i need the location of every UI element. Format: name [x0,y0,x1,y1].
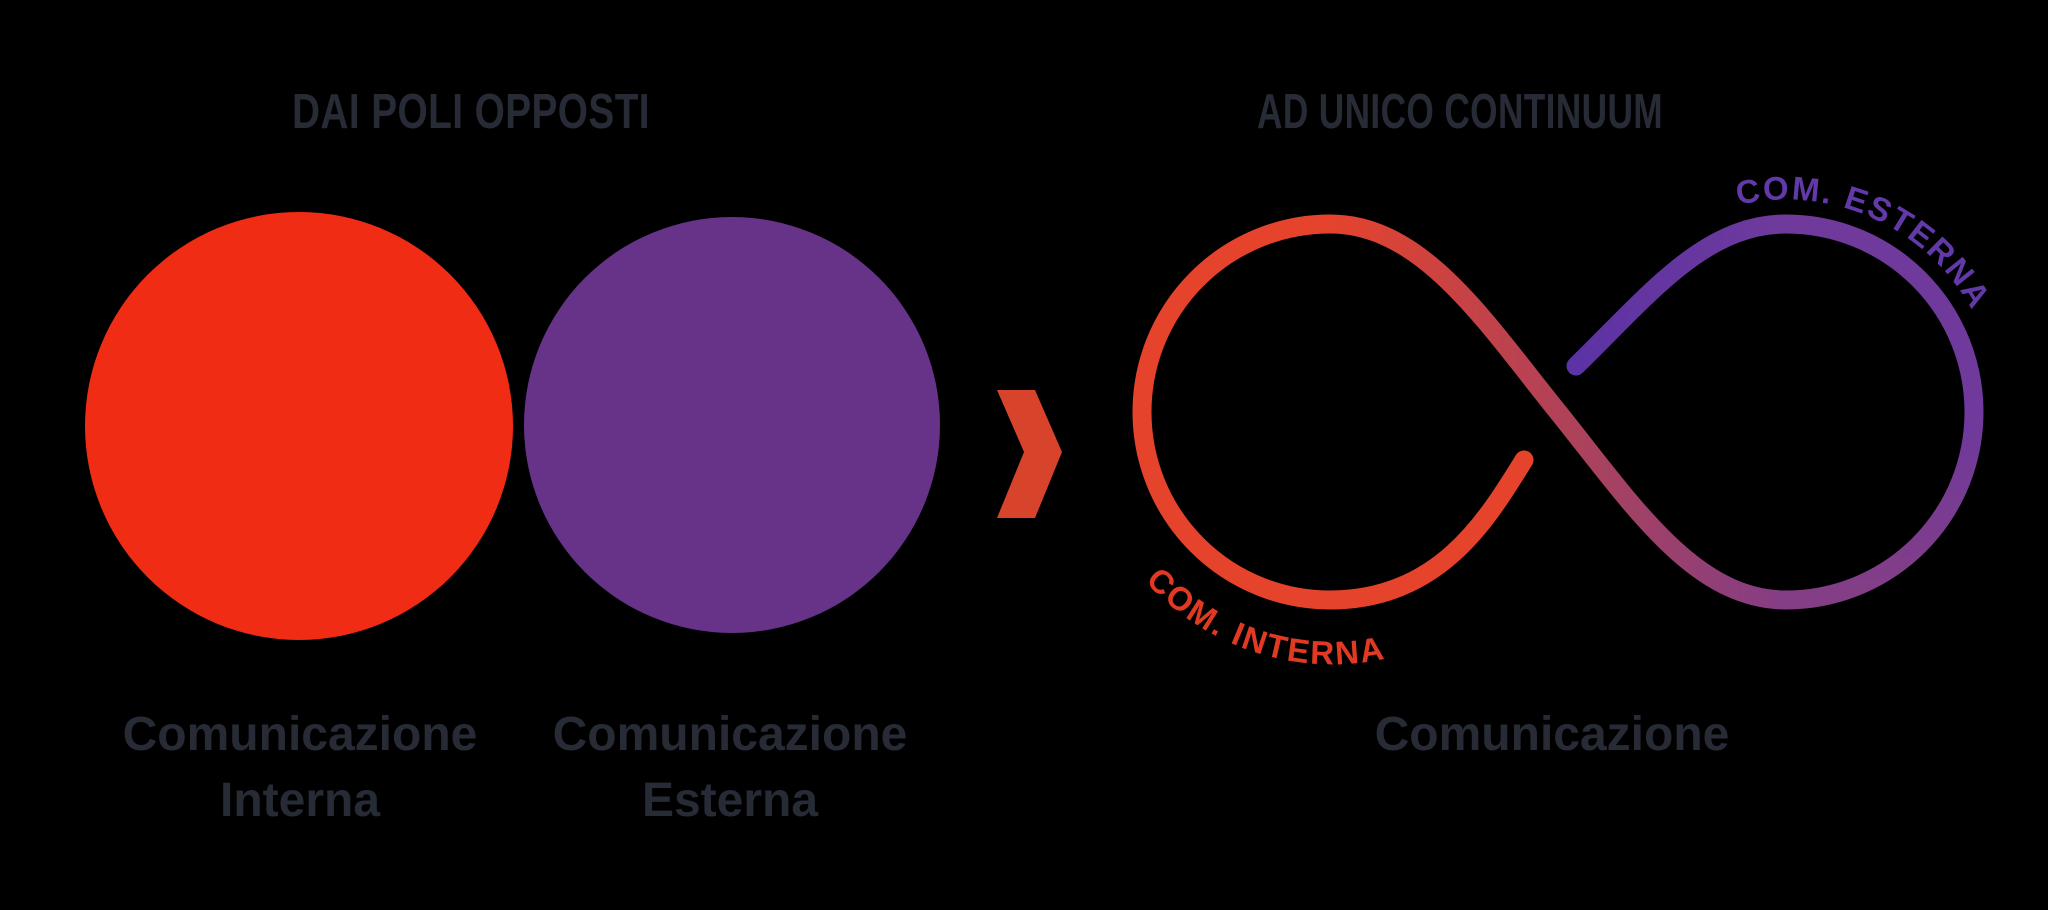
infinity-crossing-strand [1320,214,1796,610]
circle-comunicazione-esterna [524,217,940,633]
caption-interna-line1: Comunicazione [123,708,478,761]
caption-esterna-line1: Comunicazione [553,708,908,761]
caption-interna: Comunicazione Interna [123,708,478,827]
caption-esterna: Comunicazione Esterna [553,708,908,827]
infinity-left-loop [1132,214,1534,610]
circle-comunicazione-interna [85,212,513,640]
left-section-title: DAI POLI OPPOSTI [292,85,650,139]
caption-esterna-line2: Esterna [642,774,818,827]
infinity-right-loop [1776,214,1984,610]
chevron-right-icon [997,390,1062,518]
infinity-symbol [1132,214,1984,610]
caption-interna-line2: Interna [220,774,380,827]
infinity-tail [1566,214,1796,376]
caption-continuum: Comunicazione [1375,708,1730,761]
right-section-title: AD UNICO CONTINUUM [1257,85,1663,139]
